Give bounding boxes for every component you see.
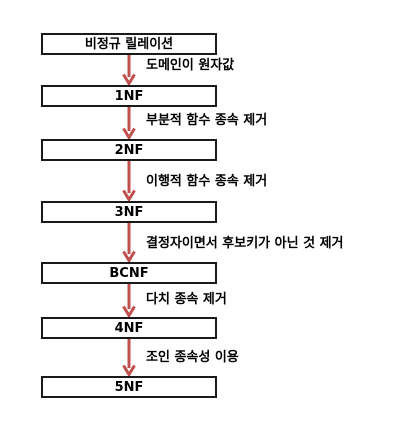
box-label: 3NF: [114, 204, 144, 220]
box-label: BCNF: [109, 265, 149, 281]
box-label: 2NF: [114, 142, 144, 158]
box-label: 5NF: [114, 379, 144, 395]
box-label: 비정규 릴레이션: [84, 36, 174, 52]
box-label: 4NF: [114, 320, 144, 336]
down-arrow-icon: [122, 339, 136, 376]
box-4nf: 4NF: [41, 317, 217, 339]
down-arrow-icon: [122, 107, 136, 139]
down-arrow-icon: [122, 284, 136, 317]
box-5nf: 5NF: [41, 376, 217, 398]
transition-label: 이행적 함수 종속 제거: [146, 174, 268, 189]
box-unnormalized-relation: 비정규 릴레이션: [41, 33, 217, 55]
transition-label: 다치 종속 제거: [146, 292, 227, 307]
down-arrow-icon: [122, 223, 136, 262]
down-arrow-icon: [122, 161, 136, 201]
box-3nf: 3NF: [41, 201, 217, 223]
transition-label: 결정자이면서 후보키가 아닌 것 제거: [146, 236, 344, 251]
down-arrow-icon: [122, 55, 136, 85]
transition-label: 부분적 함수 종속 제거: [146, 113, 268, 128]
transition-label: 도메인이 원자값: [146, 58, 235, 73]
box-2nf: 2NF: [41, 139, 217, 161]
box-1nf: 1NF: [41, 85, 217, 107]
box-label: 1NF: [114, 88, 144, 104]
transition-label: 조인 종속성 이용: [146, 350, 239, 365]
box-bcnf: BCNF: [41, 262, 217, 284]
